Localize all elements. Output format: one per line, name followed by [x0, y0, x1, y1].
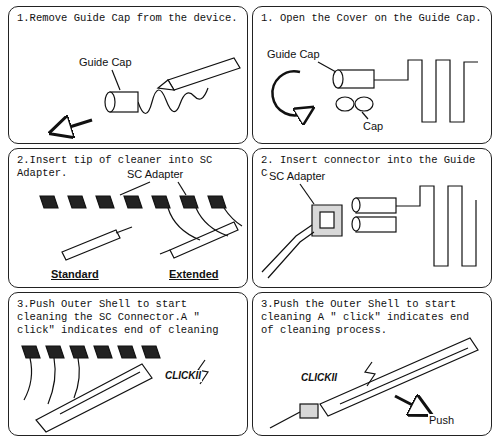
part-label: SC Adapter [268, 170, 326, 183]
step-heading: 1. Open the Cover on the Guide Cap. [253, 7, 491, 25]
instruction-panel: 3.Push Outer Shell to start cleaning the… [8, 292, 248, 436]
part-label: Guide Cap [78, 56, 133, 69]
part-label: Guide Cap [266, 48, 321, 61]
instruction-panel: 1.Remove Guide Cap from the device. [8, 6, 248, 144]
part-label: SC Adapter [126, 168, 184, 181]
part-label: Cap [362, 120, 384, 133]
part-label: CLICKII [164, 370, 202, 382]
instruction-panel: 3.Push the Outer Shell to start cleaning… [252, 292, 492, 436]
part-label: Extended [168, 268, 220, 281]
step-heading: 3.Push Outer Shell to start cleaning the… [9, 293, 247, 337]
step-heading: 3.Push the Outer Shell to start cleaning… [253, 293, 491, 337]
part-label: Push [428, 414, 455, 427]
part-label: CLICKII [300, 372, 338, 384]
step-heading: 1.Remove Guide Cap from the device. [9, 7, 247, 25]
instruction-panel: 2. Insert connector into the Guide Cap. [252, 148, 492, 288]
part-label: Standard [50, 268, 100, 281]
